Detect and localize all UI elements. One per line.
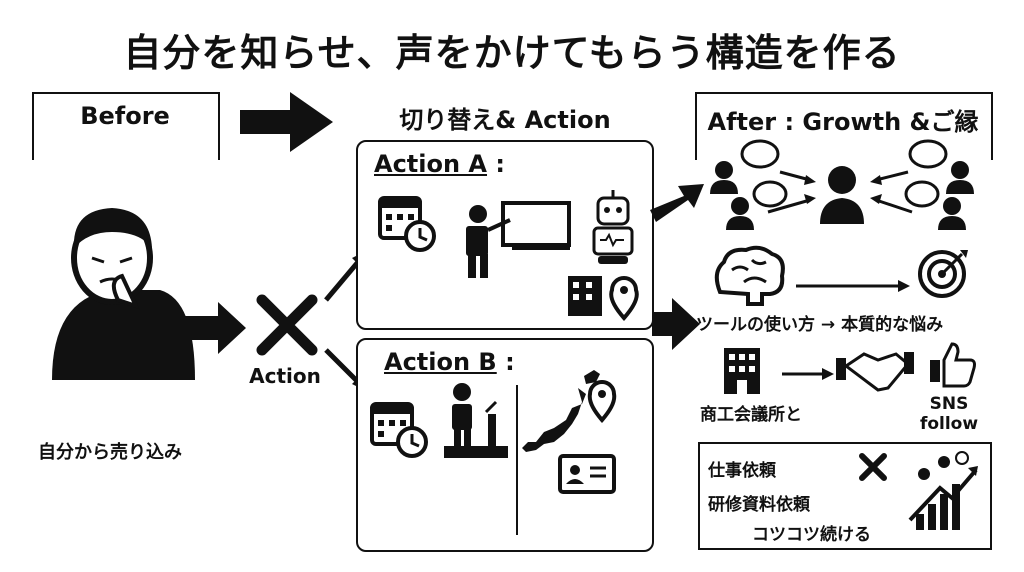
before-caption: 自分から売り込み (38, 442, 182, 463)
training-request-text: 研修資料依頼 (708, 495, 810, 515)
action-a-colon: : (495, 150, 505, 178)
before-header-bracket (32, 92, 220, 160)
sns-text: SNS (929, 394, 969, 414)
chamber-text: 商工会議所と (700, 405, 802, 425)
action-b-title-text: Action B (384, 348, 497, 376)
after-label: After : Growth &ご縁 (707, 108, 979, 136)
action-b-divider (516, 385, 518, 535)
result-box (698, 442, 992, 550)
job-request-text: 仕事依頼 (708, 461, 776, 481)
action-b-colon: : (505, 348, 515, 376)
before-label: Before (80, 102, 170, 130)
action-a-title-text: Action A (374, 150, 488, 178)
action-b-title: Action B : (384, 348, 515, 376)
follow-text: follow (919, 414, 979, 434)
switch-action-label: 切り替え& Action (399, 106, 611, 134)
action-a-title: Action A : (374, 150, 505, 178)
tool-usage-text: ツールの使い方 → 本質的な悩み (696, 315, 944, 335)
after-header-bracket (695, 92, 993, 160)
keep-going-text: コツコツ続ける (752, 525, 871, 545)
action-label: Action (249, 364, 321, 388)
page-title: 自分を知らせ、声をかけてもらう構造を作る (123, 31, 901, 75)
